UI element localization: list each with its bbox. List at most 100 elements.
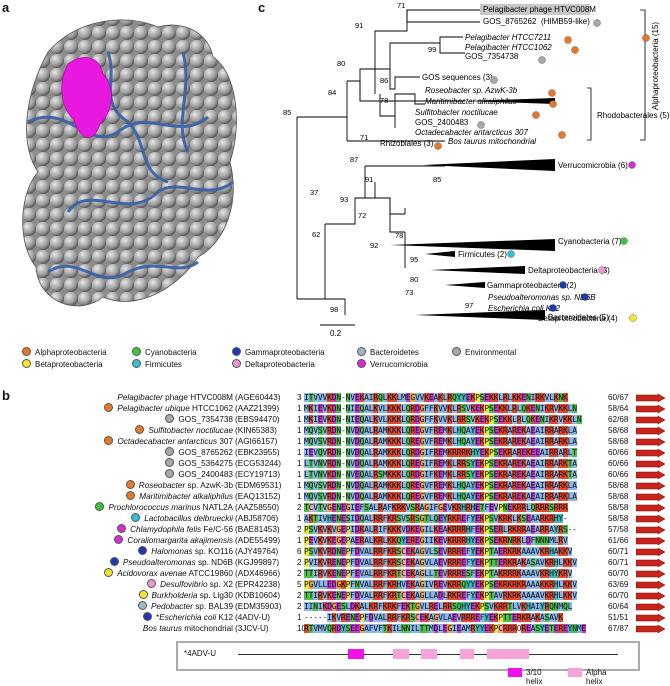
bootstrap: 87 xyxy=(350,155,358,164)
legend-label: Bacteroidetes xyxy=(370,348,419,357)
organism-name: Acidovorax avenae ATCC19860 xyxy=(104,568,233,580)
taxon-gos-7354738: GOS_7354738 xyxy=(465,52,519,61)
taxon-octadecabacter: Octadecabacter antarcticus 307 xyxy=(415,128,529,137)
start-position: 1 xyxy=(297,459,302,468)
alpha-helix-block xyxy=(393,649,409,659)
sequence: LTVNVRDN-NVDQALRAMKKKLQREGIFREMKLRRSYEKP… xyxy=(304,459,577,468)
legend-dot xyxy=(452,347,461,356)
gene-arrow-icon xyxy=(636,526,666,534)
domain-label: *4ADV-U xyxy=(184,649,217,658)
secondary-structure-diagram: *4ADV-U xyxy=(176,641,640,671)
legend-item: Alphaproteobacteria xyxy=(22,347,107,357)
taxon-gammaproteobacteria: Gammaproteobacteria(2) xyxy=(487,281,577,290)
identity-ratio: 60/70 xyxy=(608,569,629,578)
bootstrap: 97 xyxy=(465,301,473,310)
legend-dot xyxy=(232,359,241,368)
phylogenetic-tree: Pelagibacter phage HTVC008M GOS_8765262 … xyxy=(283,1,670,338)
accession: (EPR42238) xyxy=(235,580,281,589)
start-position: 3 xyxy=(297,393,302,402)
legend-item: Gammaproteobacteria xyxy=(232,347,325,357)
identity-ratio: 58/58 xyxy=(608,514,629,523)
bootstrap: 73 xyxy=(405,288,413,297)
accession: (AAZ58550) xyxy=(235,503,280,512)
organism-name: Octadecabacter antarcticus 307 xyxy=(104,436,233,448)
start-position: 1 xyxy=(297,492,302,501)
gene-arrow-icon xyxy=(636,603,666,611)
organism-name: GOS_8765262 xyxy=(165,447,233,459)
start-position: 2 xyxy=(297,503,302,512)
legend-dot xyxy=(132,347,141,356)
legend-label: Betaproteobacteria xyxy=(35,360,103,369)
legend-label: Verrucomicrobia xyxy=(370,360,428,369)
legend-item: Environmental xyxy=(452,347,516,357)
organism-dot xyxy=(138,601,148,610)
legend-label: Environmental xyxy=(465,348,517,357)
legend-label: Gammaproteobacteria xyxy=(245,348,325,357)
start-position: 5 xyxy=(297,580,302,589)
identity-ratio: 58/68 xyxy=(608,481,629,490)
alignment-row: *Escherichia coli K12(4ADV-U)1-----IKVRE… xyxy=(0,612,670,624)
gene-arrow-icon xyxy=(636,471,666,479)
taxon-gos-8765262: GOS_8765262 xyxy=(483,17,537,26)
gene-arrow-icon xyxy=(636,504,666,512)
identity-ratio: 60/66 xyxy=(608,448,629,457)
legend-label: Firmicutes xyxy=(145,360,182,369)
organism-dot xyxy=(165,469,175,478)
taxon-htcc7211: Pelagibacter HTCC7211 xyxy=(465,33,551,42)
identity-ratio: 51/51 xyxy=(608,613,629,622)
ribosome-structure-image xyxy=(22,19,237,307)
clade-deltaproteobacteria xyxy=(430,266,525,274)
legend-item: Firmicutes xyxy=(132,359,182,369)
accession: (KGJ99897) xyxy=(235,558,280,567)
legend-item: Deltaproteobacteria xyxy=(232,359,315,369)
bootstrap: 71 xyxy=(360,133,368,142)
identity-ratio: 60/71 xyxy=(608,558,629,567)
bootstrap: 86 xyxy=(380,76,388,85)
alpha-helix-label: Alpha xyxy=(586,668,607,677)
sequence: PSVKVKVGEPIDKALRIFKKKVDKEGILKEAKRRRHFEKP… xyxy=(304,525,577,534)
organism-dot xyxy=(131,513,141,522)
sequence: PVIKVRENEPFDVALRRFKRSCEKAGVLAEVRRREFYEKP… xyxy=(304,558,577,567)
taxon-gos-sequences: GOS sequences (3) xyxy=(422,73,493,82)
sequence: PGVLLEDGKPFNVALRRFKRHVEKAGIVREVKRRQYYEKP… xyxy=(304,580,577,589)
taxon-ecoli: Escherichia coli K12 xyxy=(488,304,561,313)
organism-dot xyxy=(165,414,175,423)
organism-name: Pseudoalteromonas sp. ND6B xyxy=(109,557,233,569)
organism-name: Desulfovibrio sp. X2 xyxy=(147,579,233,591)
gene-arrow-icon xyxy=(636,537,666,545)
bootstrap: 99 xyxy=(428,45,436,54)
gene-arrow-icon xyxy=(636,614,666,622)
taxon-sulfitobacter: Sulfitobacter noctilucae xyxy=(415,108,498,117)
taxon-firmicutes: Firmicutes (2) xyxy=(458,250,507,259)
organism-name: Pedobacter sp. BAL39 xyxy=(138,601,233,613)
identity-ratio: 57/58 xyxy=(608,525,629,534)
sequence: MQVSVRDN-NVDQALRAMKKKLQREGVFREMKLHQAYEKP… xyxy=(304,492,577,501)
organism-name: Maritimibacter alkaliphilus xyxy=(126,491,233,503)
identity-ratio: 60/70 xyxy=(608,591,629,600)
start-position: 1 xyxy=(297,481,302,490)
scale-label: 0.2 xyxy=(330,329,342,338)
organism-dot xyxy=(114,535,124,544)
start-position: 2 xyxy=(297,569,302,578)
gene-arrow-icon xyxy=(636,427,666,435)
clade-firmicutes xyxy=(425,251,455,257)
accession: (ADE55499) xyxy=(235,536,281,545)
clade-cyanobacteria xyxy=(390,239,555,251)
gene-arrow-icon xyxy=(636,570,666,578)
bootstrap: 80 xyxy=(337,59,345,68)
organism-dot xyxy=(117,524,127,533)
start-position: 1 xyxy=(297,514,302,523)
gene-arrow-icon xyxy=(636,416,666,424)
taxon-roseobacter: Roseobacter sp. AzwK-3b xyxy=(425,86,518,95)
legend-item: Verrucomicrobia xyxy=(357,359,428,369)
accession: (AAZ21399) xyxy=(235,404,280,413)
